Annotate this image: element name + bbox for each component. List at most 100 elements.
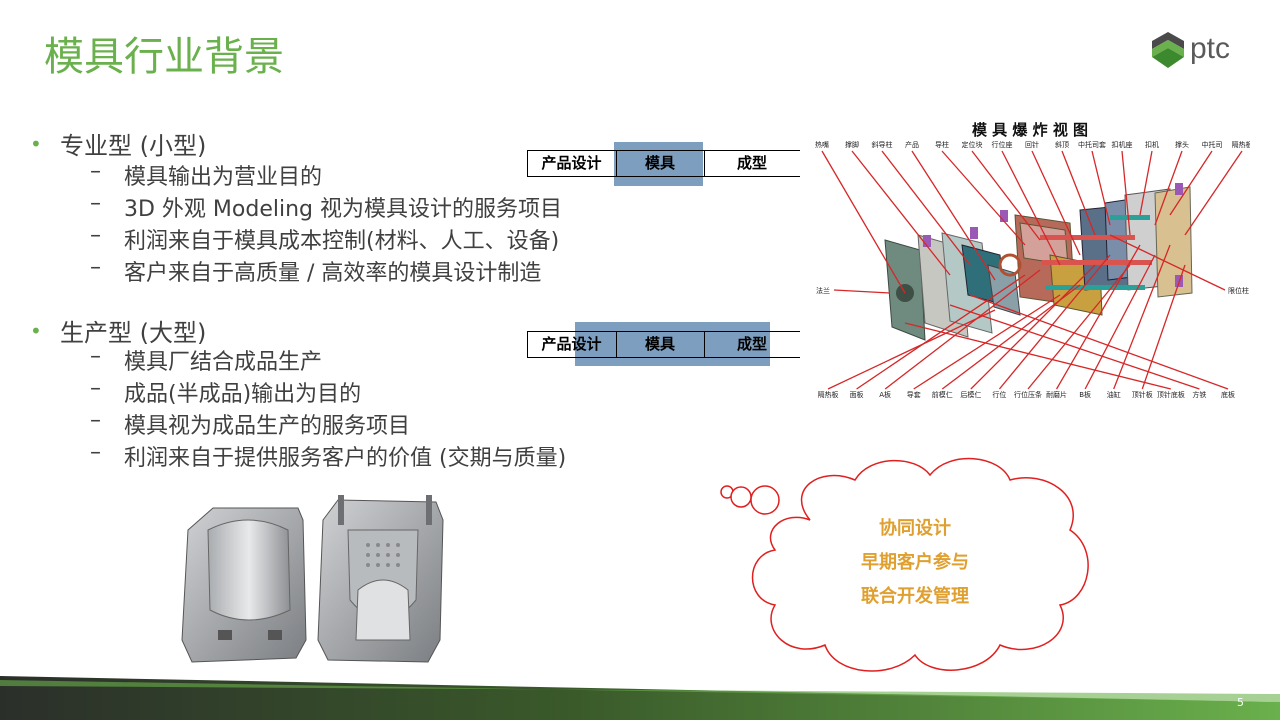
mold-photo-drawing xyxy=(181,495,444,663)
dash-marker: – xyxy=(90,408,101,433)
exploded-top-label: 斜顶 xyxy=(1055,140,1069,149)
exploded-top-label: 撑头 xyxy=(1175,140,1189,149)
exploded-leader-line xyxy=(1113,244,1171,390)
section2-item-3: 模具视为成品生产的服务项目 xyxy=(124,414,411,439)
exploded-leader-line xyxy=(941,150,1026,246)
section1-item-3: 利润来自于模具成本控制(材料、人工、设备) xyxy=(124,229,560,254)
exploded-leader-line xyxy=(821,150,906,294)
exploded-bottom-label: 行位 xyxy=(992,390,1006,399)
exploded-leader-line xyxy=(904,322,1172,390)
exploded-top-label: 产品 xyxy=(905,140,919,149)
section-heading-1: 专业型 (小型) xyxy=(60,132,207,160)
exploded-top-label: 中托司 xyxy=(1202,140,1223,149)
flow2-highlight xyxy=(575,322,770,366)
exploded-leader-line xyxy=(949,304,1200,390)
exploded-leader-line xyxy=(1169,150,1213,216)
flow2-cell-molding: 成型 xyxy=(736,335,767,353)
exploded-bottom-label: 耐磨片 xyxy=(1046,390,1067,399)
dash-marker: – xyxy=(90,159,101,184)
flow1-cell-molding: 成型 xyxy=(736,154,767,172)
exploded-bottom-label: 行位压条 xyxy=(1014,390,1042,399)
exploded-bottom-label: 方铁 xyxy=(1192,390,1206,399)
exploded-top-label: 行位座 xyxy=(992,140,1013,149)
exploded-bottom-label: 油缸 xyxy=(1107,390,1121,399)
ptc-logo: ptc xyxy=(1150,30,1230,74)
exploded-top-label: 扣机座 xyxy=(1112,140,1133,149)
page-number: 5 xyxy=(1237,696,1244,709)
exploded-bottom-label: 导套 xyxy=(907,390,921,399)
dash-marker: – xyxy=(90,191,101,216)
exploded-top-label: 隔热板 xyxy=(1232,140,1251,149)
exploded-bottom-label: A板 xyxy=(879,390,891,399)
flow2-cell-mold: 模具 xyxy=(644,335,675,353)
exploded-leader-line xyxy=(827,309,996,390)
section2-item-2: 成品(半成品)输出为目的 xyxy=(124,382,362,407)
exploded-view-title: 模 具 爆 炸 视 图 xyxy=(971,121,1089,139)
exploded-bottom-label: 顶针底板 xyxy=(1157,390,1185,399)
exploded-leader-line xyxy=(1061,150,1096,236)
dash-marker: – xyxy=(90,440,101,465)
exploded-leader-line xyxy=(1184,150,1243,236)
thought-cloud-shape xyxy=(720,457,1089,672)
section1-item-4: 客户来自于高质量 / 高效率的模具设计制造 xyxy=(124,261,542,286)
exploded-leader-line xyxy=(833,289,891,294)
mold-photo xyxy=(178,490,450,668)
exploded-bottom-label: 顶针板 xyxy=(1132,390,1153,399)
mold-exploded-view: 模 具 爆 炸 视 图 热嘴 撑脚 斜导柱 产品 导柱 定位块行位座 回针 斜顶中托司套扣机座… xyxy=(810,115,1250,405)
exploded-top-label: 定位块 xyxy=(962,140,983,149)
bullet-dot: • xyxy=(30,132,42,156)
exploded-leader-line xyxy=(1056,244,1141,390)
exploded-leader-line xyxy=(1027,264,1131,390)
exploded-top-label: 斜导柱 xyxy=(872,140,893,149)
exploded-leader-line xyxy=(1084,254,1156,390)
exploded-leader-line xyxy=(998,254,1111,390)
exploded-leader-line xyxy=(911,150,996,281)
page-title: 模具行业背景 xyxy=(44,34,284,80)
exploded-leader-line xyxy=(969,294,1229,390)
cloud-line-2: 早期客户参与 xyxy=(861,552,969,573)
exploded-leader-line xyxy=(1121,150,1131,236)
exploded-top-label: 热嘴 xyxy=(815,140,829,149)
exploded-bottom-label: 前模仁 xyxy=(932,390,953,399)
exploded-top-label: 中托司套 xyxy=(1078,140,1106,149)
section1-item-2: 3D 外观 Modeling 视为模具设计的服务项目 xyxy=(124,197,562,222)
exploded-leader-line xyxy=(971,150,1041,241)
exploded-leader-line xyxy=(1091,150,1111,226)
exploded-top-label: 扣机 xyxy=(1145,140,1159,149)
flow1-cell-product-design: 产品设计 xyxy=(541,154,602,172)
exploded-bottom-label: 隔热板 xyxy=(818,390,839,399)
exploded-top-label: 撑脚 xyxy=(845,140,859,149)
flow1-cell-mold: 模具 xyxy=(644,154,675,172)
exploded-top-label: 回针 xyxy=(1025,140,1039,149)
exploded-bottom-label: B板 xyxy=(1079,390,1091,399)
bullet-dot: • xyxy=(30,319,42,343)
flow1-highlight xyxy=(614,142,703,186)
exploded-leader-line xyxy=(1154,150,1183,226)
section2-item-1: 模具厂结合成品生产 xyxy=(124,350,323,375)
dash-marker: – xyxy=(90,376,101,401)
exploded-leader-line xyxy=(1141,264,1186,390)
exploded-right-label: 限位柱 xyxy=(1228,286,1249,295)
section-heading-2: 生产型 (大型) xyxy=(60,319,207,347)
exploded-left-label: 法兰 xyxy=(816,286,830,295)
exploded-leader-line xyxy=(884,269,1041,390)
exploded-leader-line xyxy=(851,150,951,276)
exploded-bottom-label: 后模仁 xyxy=(960,390,981,399)
exploded-leader-line xyxy=(1001,150,1061,266)
exploded-view-drawing: 热嘴撑脚斜导柱产品导柱定位块行位座回针斜顶中托司套扣机座扣机撑头中托司隔热板隔热… xyxy=(815,140,1251,399)
dash-marker: – xyxy=(90,223,101,248)
ptc-logo-text: ptc xyxy=(1190,32,1231,65)
section2-item-4: 利润来自于提供服务客户的价值 (交期与质量) xyxy=(124,446,567,471)
flow-diagram-2: 产品设计 模具 成型 xyxy=(527,331,800,358)
ptc-logo-icon xyxy=(1152,32,1184,68)
exploded-leader-line xyxy=(913,294,1061,390)
exploded-leader-line xyxy=(1031,150,1081,256)
dash-marker: – xyxy=(90,255,101,280)
flow-diagram-1: 产品设计 模具 成型 xyxy=(527,150,800,177)
cloud-line-3: 联合开发管理 xyxy=(861,586,969,607)
cloud-line-1: 协同设计 xyxy=(879,518,951,539)
exploded-bottom-label: 面板 xyxy=(850,390,864,399)
exploded-leader-line xyxy=(1139,150,1153,216)
exploded-top-label: 导柱 xyxy=(935,140,949,149)
thought-cloud: 协同设计 早期客户参与 联合开发管理 xyxy=(715,450,1095,680)
